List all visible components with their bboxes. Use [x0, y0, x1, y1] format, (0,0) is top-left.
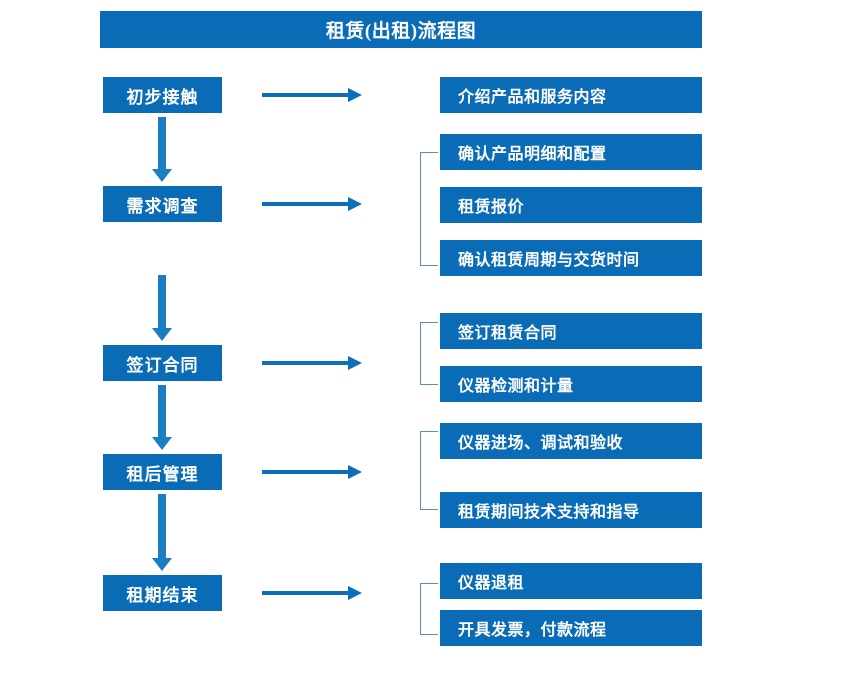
arrow-head-right-icon — [348, 88, 362, 102]
arrow-shaft — [262, 591, 350, 595]
arrow-shaft — [262, 470, 350, 474]
horizontal-arrow-4 — [262, 465, 362, 479]
group-bracket-qiandinghetong — [420, 322, 438, 385]
arrow-shaft — [158, 385, 166, 437]
arrow-head-right-icon — [348, 586, 362, 600]
stage-box-zuhouguanli[interactable]: 租后管理 — [103, 454, 222, 490]
detail-box-querenchanpinmingxi[interactable]: 确认产品明细和配置 — [440, 134, 702, 170]
detail-box-yiqijianceheijiliang[interactable]: 仪器检测和计量 — [440, 366, 702, 402]
arrow-head-down-icon — [152, 328, 172, 341]
horizontal-arrow-2 — [262, 197, 362, 211]
arrow-shaft — [158, 494, 166, 558]
detail-box-querenzulinzhouqi[interactable]: 确认租赁周期与交货时间 — [440, 240, 702, 276]
detail-box-kaijufapiao[interactable]: 开具发票，付款流程 — [440, 610, 702, 646]
horizontal-arrow-1 — [262, 88, 362, 102]
arrow-head-right-icon — [348, 356, 362, 370]
horizontal-arrow-5 — [262, 586, 362, 600]
stage-box-zuqijieshu[interactable]: 租期结束 — [103, 575, 222, 611]
group-bracket-zuqijieshu — [420, 583, 438, 635]
horizontal-arrow-3 — [262, 356, 362, 370]
arrow-shaft — [262, 93, 350, 97]
arrow-shaft — [158, 275, 166, 328]
group-bracket-xuqiudiaocha — [420, 152, 438, 266]
detail-box-jieshaochanpin[interactable]: 介绍产品和服务内容 — [440, 77, 702, 113]
arrow-shaft — [262, 361, 350, 365]
stage-box-qiandinghetong[interactable]: 签订合同 — [103, 345, 222, 381]
stage-box-chubujiechu[interactable]: 初步接触 — [103, 77, 222, 113]
arrow-shaft — [262, 202, 350, 206]
vertical-arrow-2 — [152, 275, 172, 341]
arrow-head-down-icon — [152, 437, 172, 450]
detail-box-yiqijinchang[interactable]: 仪器进场、调试和验收 — [440, 423, 702, 459]
page-title: 租赁(出租)流程图 — [100, 11, 702, 48]
arrow-shaft — [158, 117, 166, 169]
stage-box-xuqiudiaocha[interactable]: 需求调查 — [103, 186, 222, 222]
detail-box-zulinqijianjishuzhichi[interactable]: 租赁期间技术支持和指导 — [440, 492, 702, 528]
vertical-arrow-4 — [152, 494, 172, 571]
detail-box-yiqituizu[interactable]: 仪器退租 — [440, 563, 702, 599]
arrow-head-down-icon — [152, 558, 172, 571]
group-bracket-zuhouguanli — [420, 431, 438, 510]
arrow-head-right-icon — [348, 197, 362, 211]
arrow-head-down-icon — [152, 169, 172, 182]
detail-box-zulinbaojia[interactable]: 租赁报价 — [440, 187, 702, 223]
detail-box-qiandingzulinhetong[interactable]: 签订租赁合同 — [440, 313, 702, 349]
vertical-arrow-1 — [152, 117, 172, 182]
vertical-arrow-3 — [152, 385, 172, 450]
arrow-head-right-icon — [348, 465, 362, 479]
